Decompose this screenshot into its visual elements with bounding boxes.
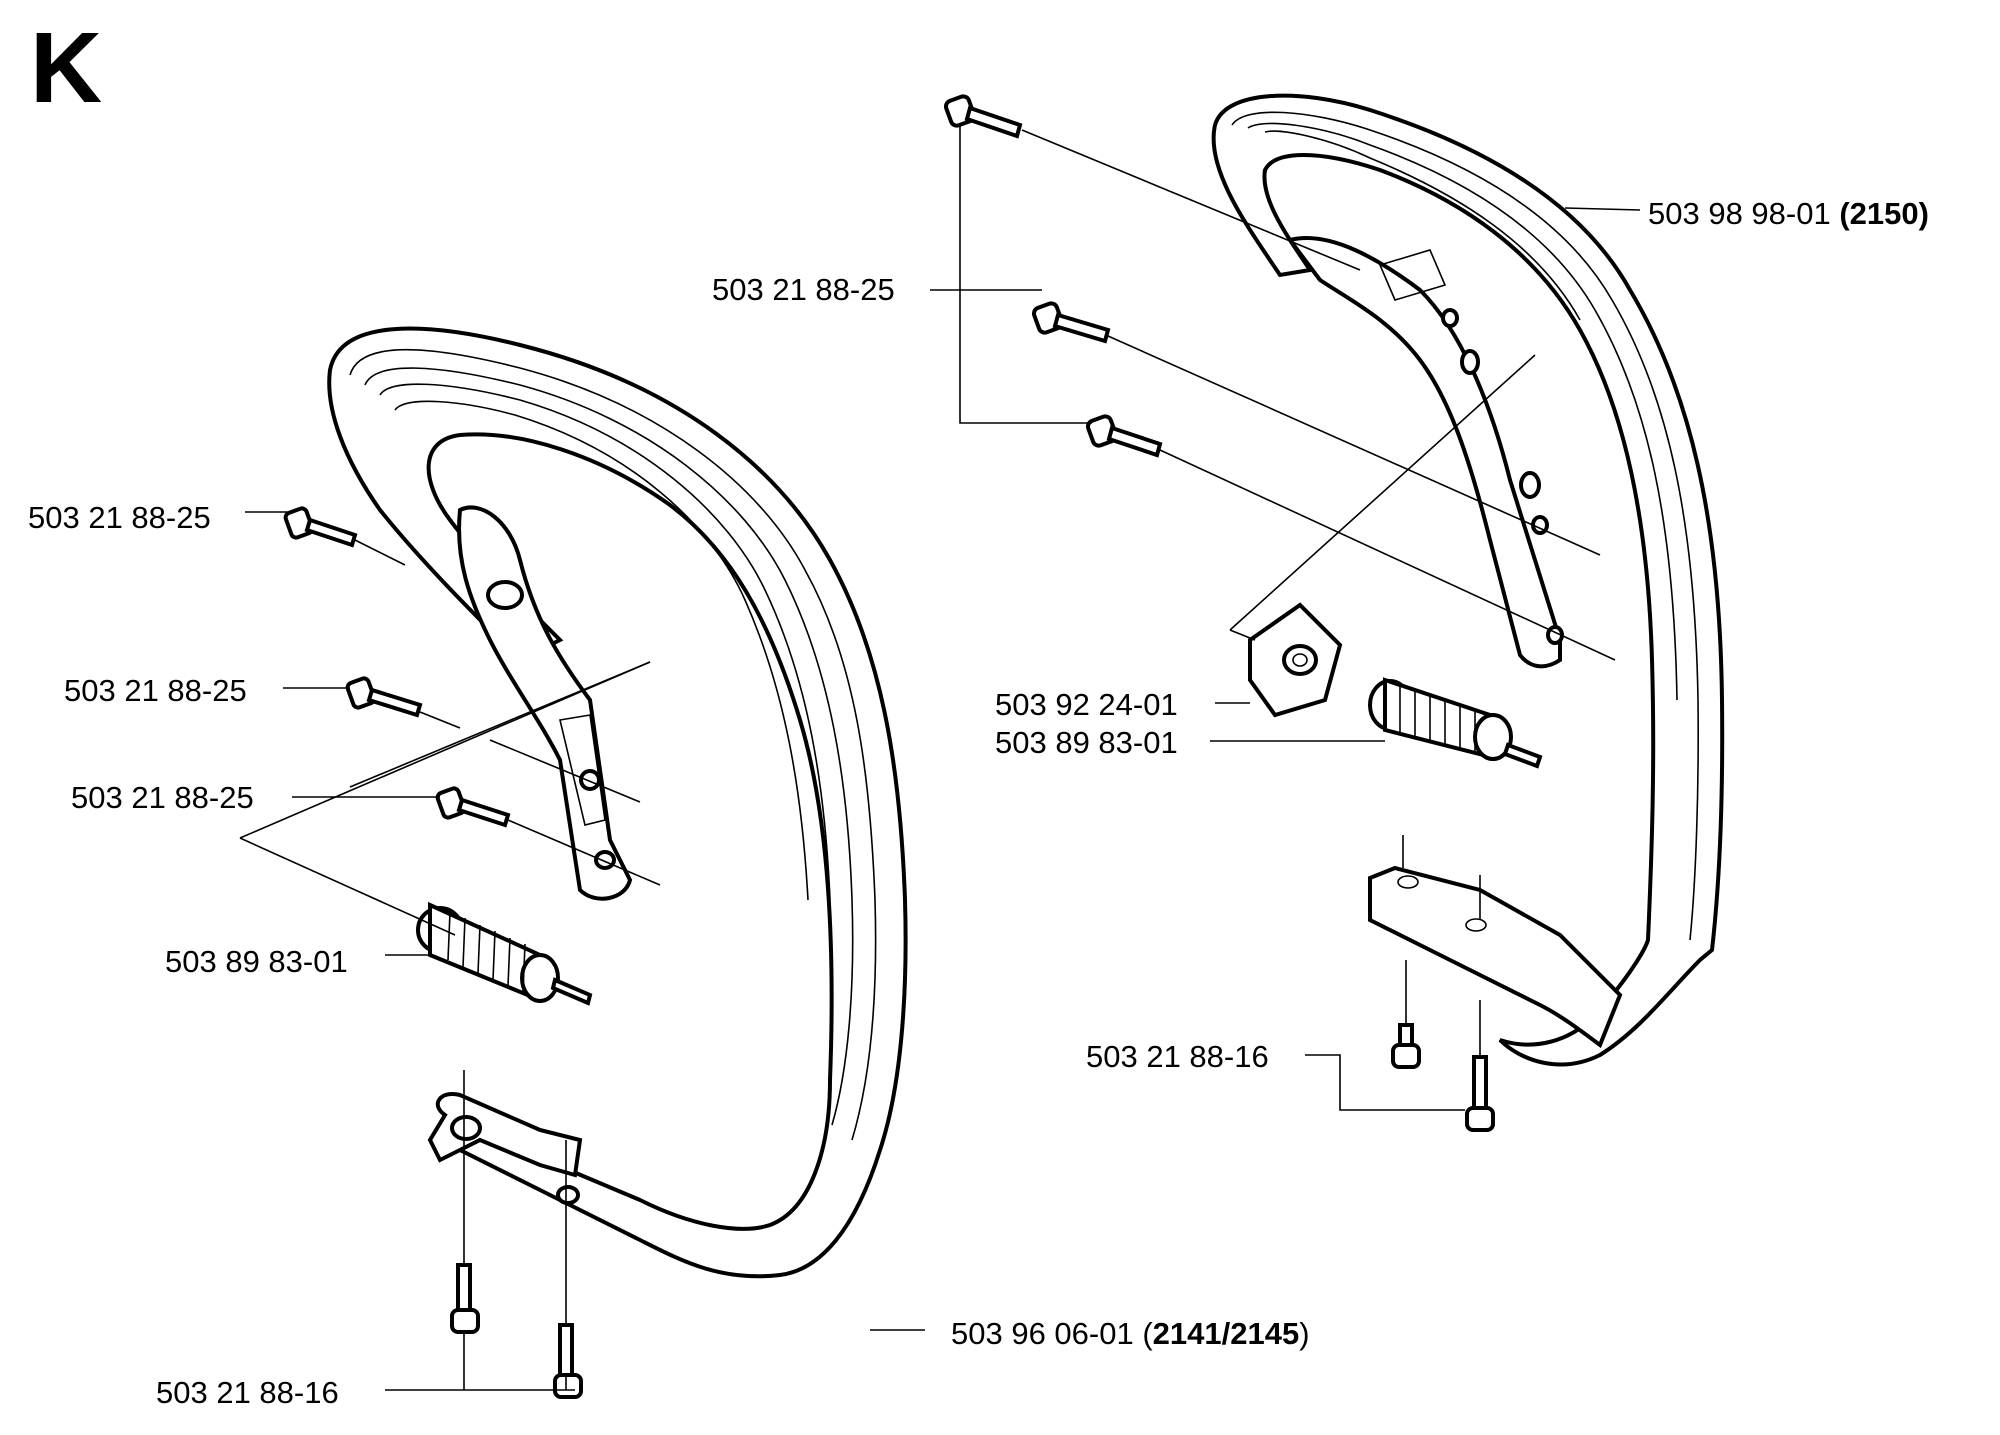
label-screw-bottom-left: 503 21 88-16 <box>156 1375 339 1410</box>
label-handle-right: 503 98 98-01 (2150) <box>1648 198 1929 229</box>
sheet-letter: K <box>30 12 103 124</box>
screw-bottom-right-2 <box>1465 1055 1495 1132</box>
front-handle-left <box>327 326 908 1279</box>
handle-left-paren-close: ) <box>1299 1316 1310 1351</box>
screw-right-top <box>943 94 1023 139</box>
screw-right-3 <box>1085 414 1163 458</box>
handle-left-part-number: 503 96 06-01 <box>951 1316 1134 1351</box>
screw-bottom-right-1 <box>1391 1023 1421 1069</box>
screw-bottom-left-1 <box>450 1263 480 1334</box>
handle-left-paren-open: ( <box>1142 1316 1153 1351</box>
front-handle-right <box>1211 93 1725 1067</box>
screw-left-3 <box>435 786 511 828</box>
screw-bottom-left-2 <box>553 1323 583 1399</box>
label-screw-left-3: 503 21 88-25 <box>71 780 254 815</box>
handle-right-model: (2150) <box>1839 196 1929 231</box>
label-screw-right-top: 503 21 88-25 <box>712 272 895 307</box>
label-screw-left-2: 503 21 88-25 <box>64 673 247 708</box>
screw-left-1 <box>283 506 358 548</box>
label-screw-bottom-right: 503 21 88-16 <box>1086 1039 1269 1074</box>
label-buffer-right: 503 89 83-01 <box>995 725 1178 760</box>
label-buffer-left: 503 89 83-01 <box>165 944 348 979</box>
buffer-left <box>416 901 593 1006</box>
screw-right-2 <box>1031 301 1111 344</box>
label-bracket-right: 503 92 24-01 <box>995 687 1178 722</box>
handle-right-part-number: 503 98 98-01 <box>1648 196 1831 231</box>
screw-left-2 <box>345 676 423 718</box>
buffer-right <box>1368 677 1543 769</box>
label-handle-left: 503 96 06-01 (2141/2145) <box>951 1318 1310 1349</box>
bracket-right <box>1248 602 1343 718</box>
handle-left-model: 2141/2145 <box>1152 1316 1300 1351</box>
leader-lines <box>239 125 1641 1391</box>
label-screw-left-1: 503 21 88-25 <box>28 500 211 535</box>
